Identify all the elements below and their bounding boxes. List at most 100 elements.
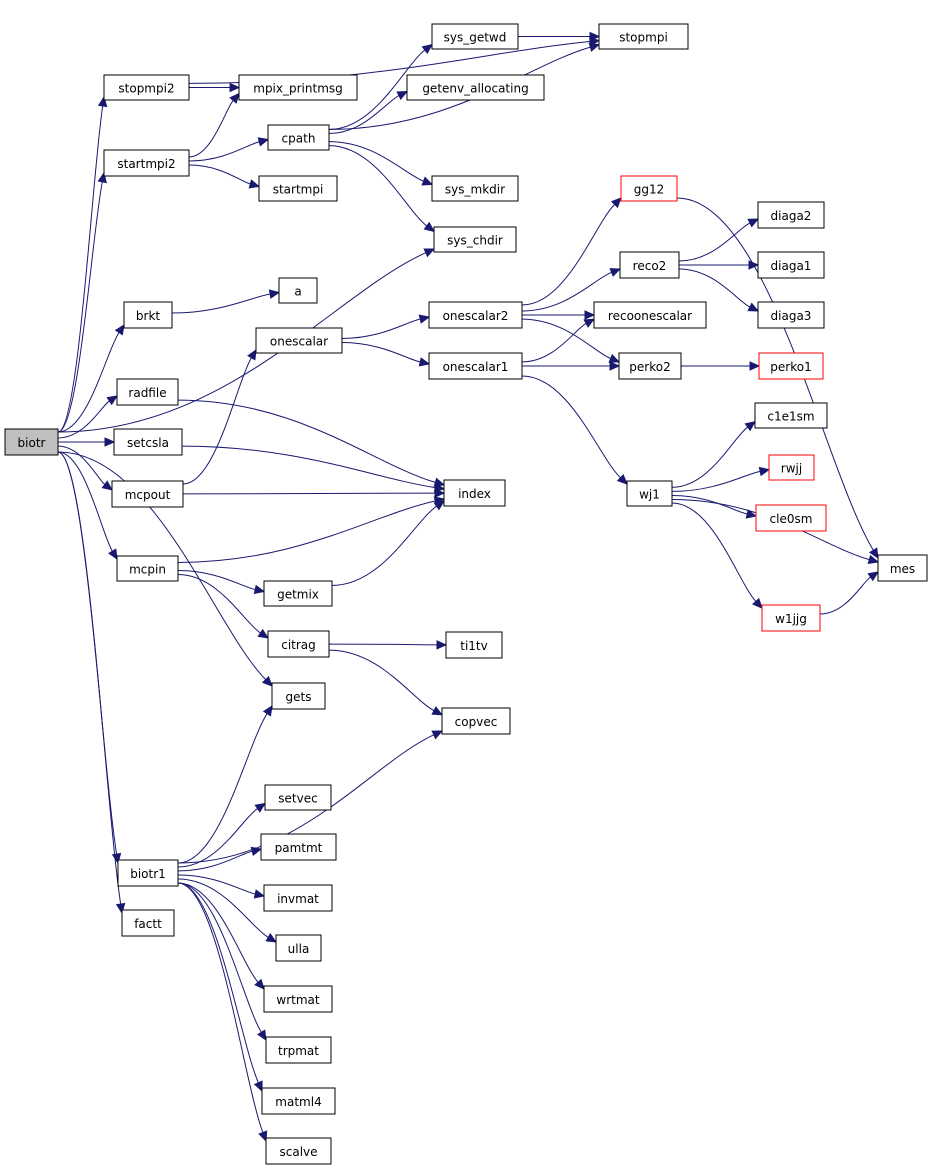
arrowhead-wj1-to-c1e1sm (744, 421, 756, 432)
node-diaga3[interactable]: diaga3 (757, 301, 825, 329)
node-c1e1sm[interactable]: c1e1sm (754, 402, 828, 429)
arrowhead-onescalar2-to-perko2 (608, 353, 621, 363)
arrowhead-perko2-to-perko1 (749, 361, 761, 371)
edge-biotr-to-startmpi2 (57, 181, 103, 433)
arrowhead-biotr1-to-trpmat (257, 1029, 267, 1042)
node-brkt[interactable]: brkt (123, 301, 173, 329)
node-biotr1[interactable]: biotr1 (117, 859, 179, 887)
node-scalve[interactable]: scalve (265, 1137, 332, 1165)
node-label-recoonescalar: recoonescalar (608, 309, 692, 323)
node-label-cle0sm: cle0sm (770, 512, 813, 526)
edge-onescalar2-to-reco2 (521, 271, 612, 312)
node-startmpi2[interactable]: startmpi2 (103, 149, 190, 177)
node-box-sys-chdir (433, 226, 517, 253)
node-label-matml4: matml4 (275, 1095, 321, 1109)
node-invmat[interactable]: invmat (263, 884, 333, 912)
node-box-copvec (441, 707, 511, 735)
node-index[interactable]: index (443, 479, 506, 507)
node-label-brkt: brkt (136, 309, 161, 323)
arrowhead-biotr1-to-wrtmat (254, 978, 265, 990)
node-wj1[interactable]: wj1 (626, 480, 673, 507)
edge-biotr1-to-gets (177, 713, 268, 864)
node-stopmpi[interactable]: stopmpi (598, 23, 689, 50)
node-label-factt: factt (134, 917, 162, 931)
node-copvec[interactable]: copvec (441, 707, 511, 735)
edge-reco2-to-diaga2 (678, 222, 751, 262)
edge-biotr1-to-wrtmat (177, 882, 259, 983)
arrowhead-biotr1-to-copvec (431, 730, 444, 740)
arrowhead-biotr1-to-setvec (254, 802, 267, 813)
node-mes[interactable]: mes (877, 554, 928, 582)
node-factt[interactable]: factt (121, 909, 175, 937)
node-onescalar2[interactable]: onescalar2 (428, 301, 523, 329)
node-sys-getwd[interactable]: sys_getwd (431, 23, 519, 50)
node-onescalar1[interactable]: onescalar1 (428, 352, 523, 380)
node-mcpout[interactable]: mcpout (111, 480, 184, 508)
node-getmix[interactable]: getmix (263, 580, 333, 607)
node-pamtmt[interactable]: pamtmt (260, 833, 337, 861)
arrowhead-biotr-to-radfile (106, 395, 119, 406)
node-ti1tv[interactable]: ti1tv (445, 631, 503, 659)
node-label-a: a (294, 285, 301, 299)
node-cle0sm[interactable]: cle0sm (755, 504, 827, 532)
node-getenv-allocating[interactable]: getenv_allocating (406, 74, 545, 101)
node-stopmpi2[interactable]: stopmpi2 (103, 74, 190, 101)
node-trpmat[interactable]: trpmat (265, 1036, 332, 1064)
node-reco2[interactable]: reco2 (619, 251, 680, 279)
node-mcpin[interactable]: mcpin (116, 555, 179, 582)
node-diaga1[interactable]: diaga1 (757, 251, 825, 279)
node-label-onescalar: onescalar (270, 335, 328, 349)
node-setcsla[interactable]: setcsla (113, 428, 183, 456)
node-matml4[interactable]: matml4 (261, 1087, 336, 1115)
edge-mcpout-to-index (182, 492, 436, 495)
node-biotr[interactable]: biotr (4, 428, 59, 456)
arrowhead-biotr-to-mcpin (108, 548, 118, 561)
arrowhead-startmpi2-to-cpath (257, 137, 270, 147)
node-mpix-printmsg[interactable]: mpix_printmsg (238, 74, 358, 101)
node-w1jjg[interactable]: w1jjg (761, 604, 821, 632)
node-label-mcpout: mcpout (125, 488, 171, 502)
node-wrtmat[interactable]: wrtmat (263, 985, 333, 1013)
node-diaga2[interactable]: diaga2 (757, 201, 825, 229)
node-startmpi[interactable]: startmpi (258, 175, 338, 202)
node-label-diaga3: diaga3 (771, 309, 812, 323)
node-label-pamtmt: pamtmt (275, 841, 323, 855)
node-label-diaga2: diaga2 (771, 209, 812, 223)
node-label-stopmpi: stopmpi (619, 31, 668, 45)
node-label-setvec: setvec (278, 792, 317, 806)
node-recoonescalar[interactable]: recoonescalar (593, 301, 707, 329)
node-box-diaga2 (757, 201, 825, 229)
node-a[interactable]: a (278, 277, 318, 304)
arrowhead-gg12-to-mes (869, 547, 879, 560)
edge-onescalar-to-onescalar2 (341, 318, 421, 339)
edge-getmix-to-index (331, 505, 437, 586)
node-label-getmix: getmix (277, 588, 319, 602)
arrowhead-w1jjg-to-mes (867, 571, 880, 582)
node-perko1[interactable]: perko1 (758, 352, 824, 380)
node-label-mes: mes (890, 562, 915, 576)
arrowhead-biotr1-to-ulla (265, 933, 278, 943)
node-perko2[interactable]: perko2 (618, 352, 682, 380)
node-box-perko1 (758, 352, 824, 380)
node-sys-chdir[interactable]: sys_chdir (433, 226, 517, 253)
node-citrag[interactable]: citrag (267, 630, 330, 658)
node-label-index: index (458, 487, 491, 501)
node-setvec[interactable]: setvec (264, 784, 332, 811)
node-radfile[interactable]: radfile (116, 378, 179, 406)
node-rwjj[interactable]: rwjj (768, 454, 815, 481)
node-gets[interactable]: gets (271, 682, 326, 710)
node-label-trpmat: trpmat (278, 1044, 319, 1058)
node-ulla[interactable]: ulla (275, 934, 322, 962)
arrowhead-onescalar1-to-perko2 (609, 361, 621, 371)
node-onescalar[interactable]: onescalar (255, 327, 343, 354)
arrowhead-wj1-to-rwjj (758, 466, 771, 477)
node-label-rwjj: rwjj (781, 462, 802, 476)
node-box-index (443, 479, 506, 507)
node-gg12[interactable]: gg12 (620, 175, 678, 202)
node-cpath[interactable]: cpath (267, 124, 330, 151)
node-box-cle0sm (755, 504, 827, 532)
node-label-scalve: scalve (279, 1145, 317, 1159)
arrowhead-mcpin-to-citrag (257, 628, 270, 639)
node-sys-mkdir[interactable]: sys_mkdir (431, 175, 519, 202)
